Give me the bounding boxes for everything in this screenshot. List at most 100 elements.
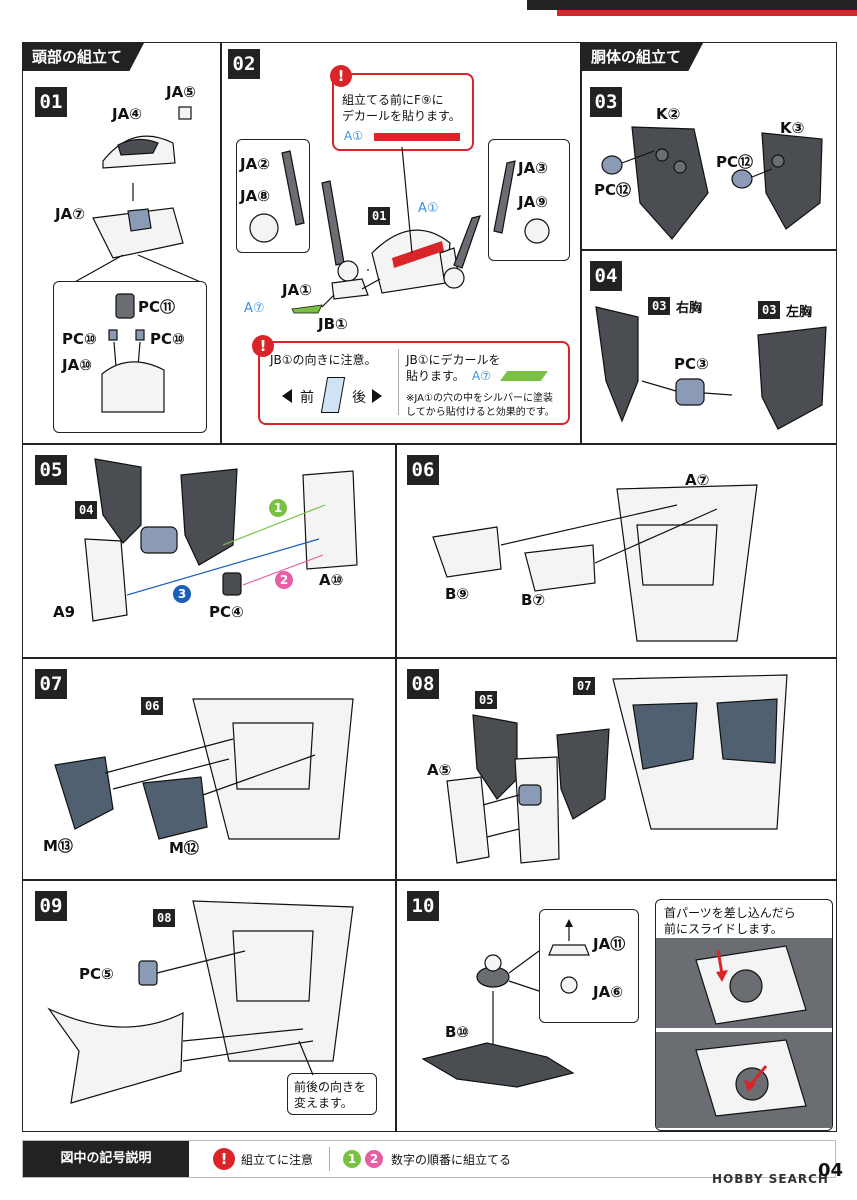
front-label: 前	[300, 390, 314, 406]
step-number: 10	[407, 891, 439, 921]
step-number: 08	[407, 669, 439, 699]
part-label: B⑨	[445, 585, 470, 603]
sequence-3-icon: 3	[173, 585, 191, 603]
part-label: JA⑦	[55, 205, 85, 223]
symbol-legend: 図中の記号説明 ! 組立てに注意 1 2 数字の順番に組立てる	[22, 1140, 836, 1178]
part-label: A⑦	[685, 471, 710, 489]
part-label: JB①	[318, 315, 348, 333]
part-label: K②	[656, 105, 681, 123]
note-text: 首パーツを差し込んだら	[664, 904, 796, 921]
legend-order-text: 数字の順番に組立てる	[391, 1153, 512, 1167]
part-label: JA⑤	[166, 83, 196, 101]
reference-step-08: 08	[153, 909, 176, 927]
page-number: 04	[818, 1160, 844, 1181]
step-01-panel: 頭部の組立て 01 JA⑤ JA④ JA⑦ PC⑪ PC⑩ PC⑩ JA⑩	[22, 42, 221, 444]
sequence-2-icon: 2	[275, 571, 293, 589]
part-label: PC⑩	[62, 330, 97, 348]
head-assembly-illustration	[249, 146, 550, 314]
step-05-panel: 05 04 A9 PC④ A⑩ 1 2 3	[22, 444, 396, 658]
note-text: JB①にデカールを	[406, 353, 501, 367]
slide-instruction-detail: 首パーツを差し込んだら 前にスライドします。	[655, 899, 833, 1131]
step-number: 01	[35, 87, 67, 117]
part-label: JA④	[112, 105, 142, 123]
neck-assembly-illustration	[421, 919, 590, 1088]
green-decal-icon	[500, 371, 548, 381]
step-07-panel: 07 06 M⑬ M⑫	[22, 658, 396, 880]
note-text: 組立てる前にF⑨に	[342, 93, 444, 107]
step-02-panel: 02 組立てる前にF⑨に デカールを貼ります。 A① ! JA② JA⑧ JA③…	[221, 42, 581, 444]
part-label: A9	[53, 603, 76, 621]
part-label: JA③	[518, 159, 548, 177]
decal-position-label: A⑦	[244, 301, 265, 316]
section-head-title: 頭部の組立て	[22, 43, 145, 71]
caution-icon: !	[252, 335, 274, 357]
legend-title: 図中の記号説明	[23, 1141, 189, 1177]
step-number: 02	[228, 49, 260, 79]
step-10-panel: 10 JA⑪ JA⑥ B⑩ 首パーツを差し込んだら 前にスライドします。	[396, 880, 837, 1132]
sequence-2-icon: 2	[365, 1150, 383, 1168]
part-label: JA⑧	[240, 187, 270, 205]
arrow-right-icon	[372, 389, 382, 403]
step-number: 09	[35, 891, 67, 921]
hip-armor-illustration	[54, 698, 354, 840]
slide-detail-illustration	[656, 938, 832, 1128]
torso-merge-illustration	[446, 674, 788, 864]
legend-caution-text: 組立てに注意	[241, 1153, 314, 1167]
orientation-decal-note: JB①の向きに注意。 前 後 JB①にデカールを 貼ります。 A⑦ ※JA①の穴…	[258, 341, 570, 425]
sequence-1-icon: 1	[269, 499, 287, 517]
section-torso-title: 胴体の組立て	[581, 43, 704, 71]
part-label: PC③	[674, 355, 709, 373]
legend-divider	[329, 1147, 330, 1171]
decal-position-label: A①	[418, 201, 439, 216]
step-08-panel: 08 05 07 A⑤	[396, 658, 837, 880]
part-label: B⑩	[445, 1023, 470, 1041]
waist-frame-illustration	[432, 484, 758, 642]
neck-parts-detail	[539, 909, 639, 1023]
caution-icon: !	[330, 65, 352, 87]
top-bar	[0, 0, 857, 18]
orientation-change-note: 前後の向きを 変えます。	[287, 1073, 377, 1115]
reference-step-03-left: 03	[758, 301, 781, 319]
sequence-1-icon: 1	[343, 1150, 361, 1168]
part-label: M⑬	[43, 837, 73, 855]
reference-step-05: 05	[475, 691, 498, 709]
back-label: 後	[352, 390, 366, 406]
head-detail-illustration	[101, 293, 165, 413]
reference-step-01: 01	[368, 207, 391, 225]
part-label: JA⑥	[593, 983, 623, 1001]
part-label: PC⑪	[138, 298, 176, 316]
part-label: JA⑨	[518, 193, 548, 211]
note-small-text: ※JA①の穴の中をシルバーに塗装	[406, 393, 553, 404]
step-04-panel: 04 03 右胸 03 左胸 PC③	[581, 250, 837, 444]
note-text: 貼ります。	[406, 369, 465, 383]
step-number: 05	[35, 455, 67, 485]
step-09-panel: 09 08 PC⑤ A① 前後の向きを 変えます。	[22, 880, 396, 1132]
reference-step-03-right: 03	[648, 297, 671, 315]
caution-icon: !	[213, 1148, 235, 1170]
chest-assembly-illustration	[595, 306, 827, 430]
note-divider	[398, 349, 399, 415]
part-label: A⑩	[319, 571, 344, 589]
part-label: B⑦	[521, 591, 546, 609]
part-label: PC⑩	[150, 330, 185, 348]
step-06-panel: 06 A⑦ B⑨ B⑦	[396, 444, 837, 658]
step-number: 06	[407, 455, 439, 485]
step-03-panel: 胴体の組立て 03 K② K③ PC⑫ PC⑫	[581, 42, 837, 250]
note-text: 前後の向きを	[294, 1080, 367, 1094]
decal-label: A①	[344, 129, 363, 143]
note-text: JB①の向きに注意。	[270, 353, 377, 367]
part-label: JA①	[282, 281, 312, 299]
note-text: 変えます。	[294, 1096, 353, 1110]
part-orientation-icon	[320, 377, 346, 413]
part-label: M⑫	[169, 839, 199, 857]
reference-step-04: 04	[75, 501, 98, 519]
left-chest-label: 左胸	[786, 305, 813, 320]
red-decal-strip	[374, 133, 460, 141]
part-label: JA⑩	[62, 356, 92, 374]
note-text: デカールを貼ります。	[342, 109, 461, 123]
part-label: JA②	[240, 155, 270, 173]
lower-torso-illustration	[47, 900, 354, 1104]
decal-label: A⑦	[472, 369, 491, 383]
part-label: A⑤	[427, 761, 452, 779]
pre-assembly-decal-note: 組立てる前にF⑨に デカールを貼ります。 A①	[332, 73, 474, 151]
